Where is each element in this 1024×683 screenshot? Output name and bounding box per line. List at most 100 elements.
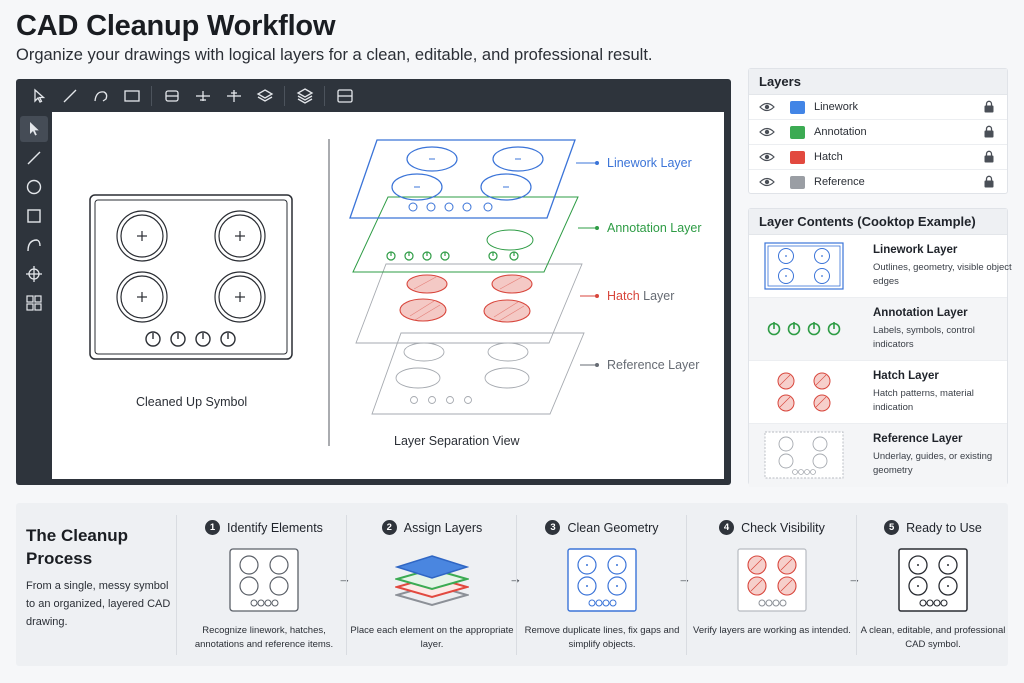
reference-layer-plane[interactable]: [371, 332, 585, 415]
eye-icon[interactable]: [759, 126, 775, 138]
step-description: Recognize linework, hatches, annotations…: [194, 625, 334, 650]
layer-row-reference[interactable]: Reference: [749, 170, 1007, 195]
final-cooktop-icon: [898, 548, 968, 612]
cooktop-outline-icon: [229, 548, 299, 612]
trim-icon[interactable]: [157, 83, 186, 108]
step-description: Place each element on the appropriate la…: [350, 625, 514, 650]
page-subtitle: Organize your drawings with logical laye…: [16, 46, 653, 64]
snap-icon[interactable]: [219, 83, 248, 108]
annotation-layer-plane[interactable]: [352, 196, 579, 273]
toolbar-divider: [284, 85, 285, 106]
step-description: A clean, editable, and professional CAD …: [860, 625, 1006, 650]
step-number: 2: [381, 520, 397, 535]
annotation-thumbnail: [767, 322, 841, 336]
drawing-canvas[interactable]: Cleaned Up Symbol Layer Separation View …: [52, 112, 724, 479]
layers-panel-title: Layers: [749, 69, 1007, 95]
content-title: Hatch Layer: [873, 370, 939, 382]
step-divider: [176, 515, 177, 655]
eye-icon[interactable]: [759, 176, 775, 188]
step-divider: [346, 515, 347, 655]
lock-icon[interactable]: [983, 175, 995, 188]
hatch-visibility-icon: [737, 548, 807, 612]
rectangle-icon[interactable]: [20, 203, 48, 229]
arrow-icon: →: [509, 571, 522, 586]
layer-name: Hatch: [814, 151, 843, 163]
layer-name: Annotation: [814, 126, 867, 138]
layer-stack-icon: [395, 555, 469, 607]
arrow-icon: →: [678, 571, 691, 586]
clean-cooktop-icon: [567, 548, 637, 612]
arc-icon[interactable]: [86, 83, 115, 108]
arc-icon[interactable]: [20, 232, 48, 258]
eye-icon[interactable]: [759, 101, 775, 113]
layer-color-swatch[interactable]: [790, 176, 805, 189]
layers-icon[interactable]: [250, 83, 279, 108]
lock-icon[interactable]: [983, 150, 995, 163]
annotation-layer-label: Annotation Layer: [607, 221, 702, 235]
arrow-icon: →: [848, 571, 861, 586]
hatch-layer-word: Layer: [639, 289, 675, 303]
cad-toolbar: [16, 79, 731, 112]
hatch-word: Hatch: [607, 289, 640, 303]
step-divider: [856, 515, 857, 655]
layers-panel: Layers Linework Annotation Hatch Referen…: [748, 68, 1008, 194]
layer-stack-icon[interactable]: [290, 83, 319, 108]
linework-layer-plane[interactable]: [349, 139, 576, 219]
layer-color-swatch[interactable]: [790, 126, 805, 139]
content-description: Outlines, geometry, visible object edges: [873, 262, 1012, 287]
layer-row-annotation[interactable]: Annotation: [749, 120, 1007, 145]
content-row-hatch: Hatch Layer Hatch patterns, material ind…: [749, 361, 1007, 424]
step-assign-layers: 2 Assign Layers Place each element on the…: [348, 503, 516, 666]
step-number: 1: [205, 520, 221, 535]
lock-icon[interactable]: [983, 100, 995, 113]
lock-icon[interactable]: [983, 125, 995, 138]
rectangle-icon[interactable]: [117, 83, 146, 108]
layer-color-swatch[interactable]: [790, 101, 805, 114]
layer-contents-panel: Layer Contents (Cooktop Example) Linewor…: [748, 208, 1012, 487]
step-title: Assign Layers: [403, 520, 483, 535]
reference-layer-label: Reference Layer: [607, 358, 700, 372]
cad-sidebar: [16, 112, 51, 485]
pointer-icon[interactable]: [24, 83, 53, 108]
step-title: Ready to Use: [906, 520, 982, 535]
line-icon[interactable]: [55, 83, 84, 108]
symbol-caption: Cleaned Up Symbol: [136, 395, 248, 409]
linework-thumbnail: [764, 242, 844, 290]
content-description: Labels, symbols, control indicators: [873, 325, 975, 350]
grid-icon[interactable]: [20, 290, 48, 316]
step-title: Clean Geometry: [567, 520, 659, 535]
content-title: Reference Layer: [873, 433, 963, 445]
step-divider: [516, 515, 517, 655]
linework-layer-label: Linework Layer: [607, 156, 692, 170]
layer-row-linework[interactable]: Linework: [749, 95, 1007, 120]
select-icon[interactable]: [19, 116, 48, 142]
cooktop-symbol[interactable]: [89, 194, 293, 360]
panel-icon[interactable]: [330, 83, 359, 108]
arrow-icon: →: [338, 571, 351, 586]
crosshair-icon[interactable]: [20, 261, 48, 287]
layer-color-swatch[interactable]: [790, 151, 805, 164]
layer-name: Reference: [814, 176, 865, 188]
eye-icon[interactable]: [759, 151, 775, 163]
line-icon[interactable]: [20, 145, 48, 171]
content-description: Underlay, guides, or existing geometry: [873, 451, 993, 476]
step-description: Verify layers are working as intended.: [693, 625, 851, 636]
offset-icon[interactable]: [188, 83, 217, 108]
toolbar-divider: [151, 85, 152, 106]
layer-name: Linework: [814, 101, 859, 113]
canvas-drawing: [89, 139, 599, 446]
step-divider: [686, 515, 687, 655]
circle-icon[interactable]: [20, 174, 48, 200]
hatch-layer-plane[interactable]: [355, 263, 583, 344]
step-description: Remove duplicate lines, fix gaps and sim…: [524, 625, 680, 650]
content-title: Annotation Layer: [873, 307, 968, 319]
content-row-annotation: Annotation Layer Labels, symbols, contro…: [749, 298, 1007, 361]
process-title: The Cleanup Process: [26, 526, 129, 568]
layer-row-hatch[interactable]: Hatch: [749, 145, 1007, 170]
step-title: Check Visibility: [741, 520, 825, 535]
page-title: CAD Cleanup Workflow: [16, 10, 336, 42]
